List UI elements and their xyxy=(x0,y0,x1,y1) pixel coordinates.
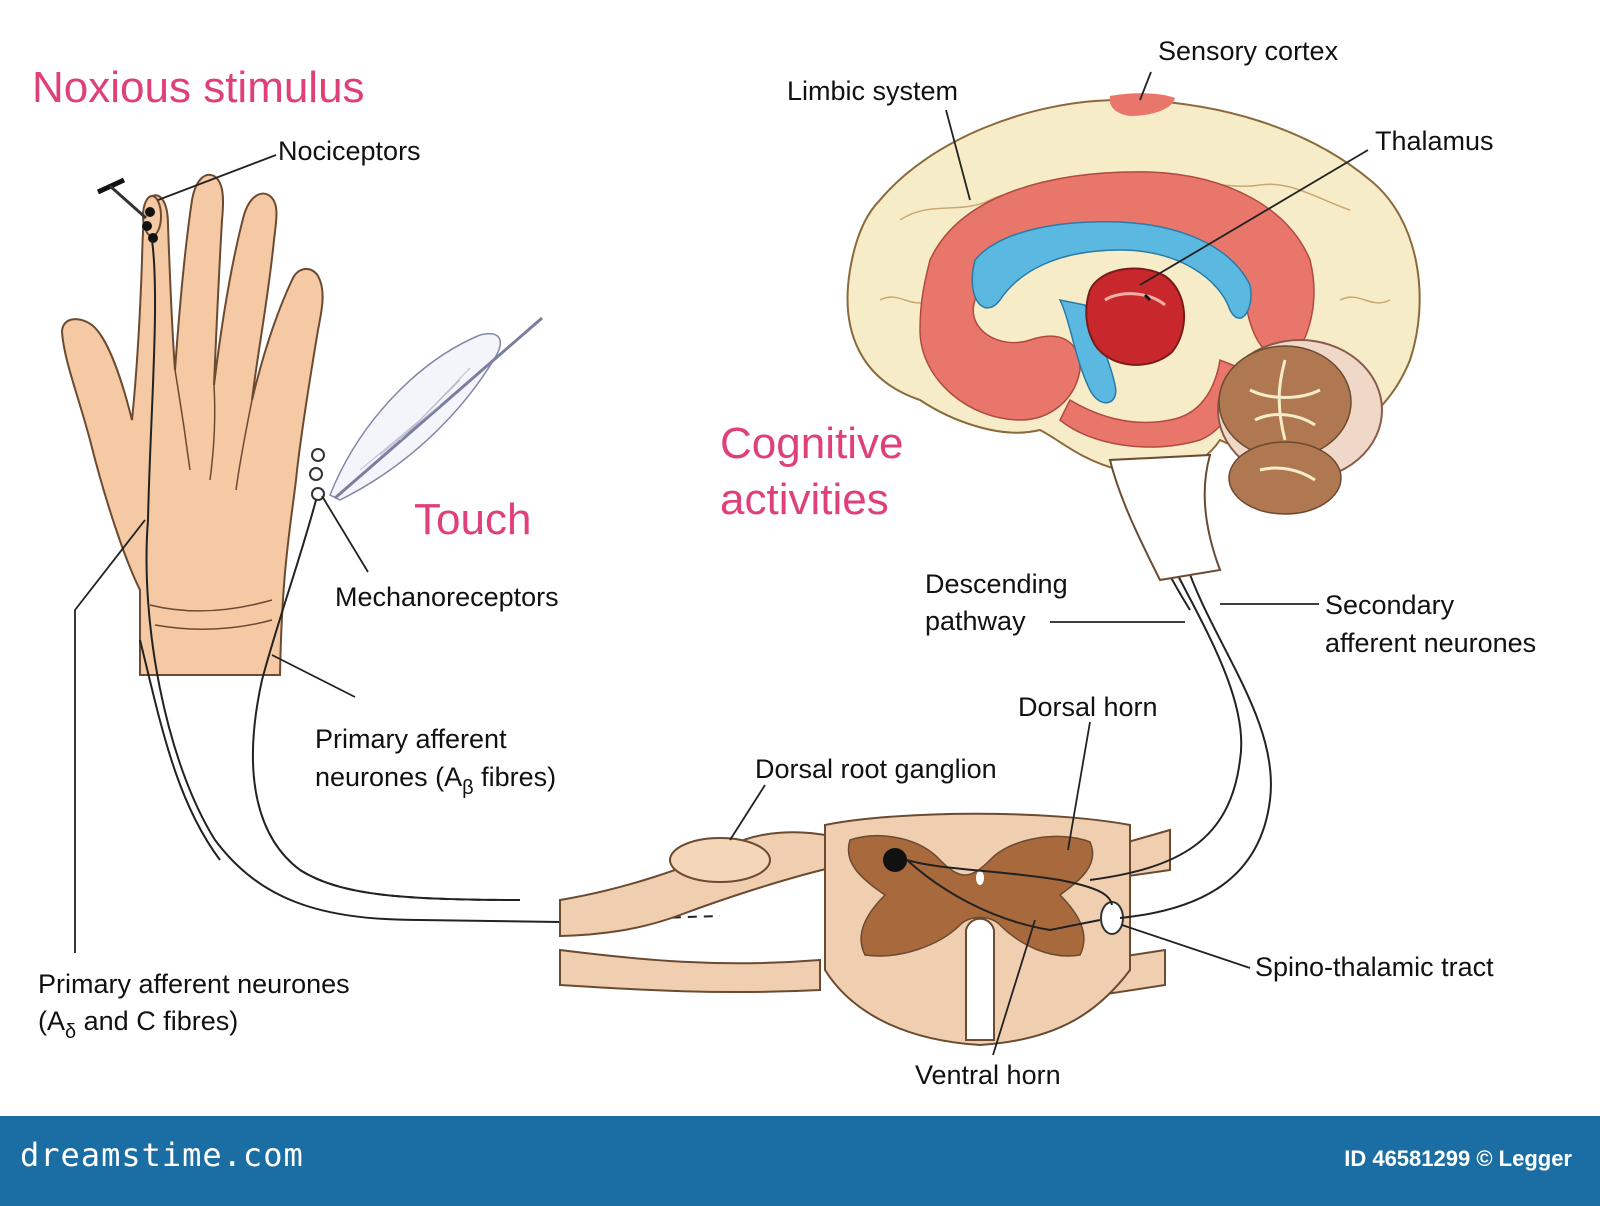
label-descending-line1: Descending xyxy=(925,569,1068,599)
label-limbic-system: Limbic system xyxy=(787,76,959,106)
label-primary-ad-prefix: (A xyxy=(38,1006,65,1036)
brainstem-shape xyxy=(1108,453,1222,582)
spino-thalamic-tract-shape xyxy=(1100,901,1124,935)
hand-shape xyxy=(60,173,324,676)
footer-brand[interactable]: dreamstime.com xyxy=(20,1136,304,1174)
label-primary-ab-line1: Primary afferent xyxy=(315,724,507,754)
nail-stimulus xyxy=(96,177,147,220)
label-primary-ad-subscript: δ xyxy=(65,1021,77,1043)
heading-touch: Touch xyxy=(414,495,532,544)
leader-lines xyxy=(74,71,1369,1056)
cerebellum-shape xyxy=(1217,339,1383,515)
label-dorsal-horn: Dorsal horn xyxy=(1018,692,1158,722)
heading-cognitive-line2: activities xyxy=(720,475,889,524)
label-ventral-horn: Ventral horn xyxy=(915,1060,1061,1090)
label-sensory-cortex: Sensory cortex xyxy=(1158,36,1339,66)
label-secondary-line2: afferent neurones xyxy=(1325,628,1537,658)
label-primary-ab-line2: neurones (Aβ fibres) xyxy=(315,760,557,799)
label-primary-ad-line1: Primary afferent neurones xyxy=(38,969,350,999)
label-descending-line2: pathway xyxy=(925,606,1026,636)
dorsal-root-ganglion-shape xyxy=(669,837,771,883)
hand-illustration xyxy=(60,173,324,676)
sensory-cortex-shape xyxy=(1109,93,1175,116)
label-thalamus: Thalamus xyxy=(1375,126,1494,156)
neuron-cell-body xyxy=(883,848,907,872)
heading-noxious-stimulus: Noxious stimulus xyxy=(32,63,365,112)
label-primary-ad-suffix: and C fibres) xyxy=(76,1006,239,1036)
diagram-artwork xyxy=(60,71,1421,1056)
label-primary-ab-prefix: neurones (A xyxy=(315,762,463,792)
label-spino-thalamic-tract: Spino-thalamic tract xyxy=(1255,952,1494,982)
feather-illustration xyxy=(329,316,543,501)
spinal-cord-illustration xyxy=(559,812,1171,1047)
mechanoreceptor-endings xyxy=(309,448,325,501)
footer-credit: ID 46581299 © Legger xyxy=(1344,1146,1572,1171)
brain-illustration xyxy=(846,93,1421,582)
label-nociceptors: Nociceptors xyxy=(278,136,421,166)
heading-cognitive-line1: Cognitive xyxy=(720,419,904,468)
footer-bar: dreamstime.com ID 46581299 © Legger xyxy=(0,1116,1600,1206)
label-primary-ab-subscript: β xyxy=(462,777,474,799)
label-primary-ab-suffix: fibres) xyxy=(473,762,557,792)
ventricles-shape xyxy=(971,221,1252,319)
thalamus-shape xyxy=(1085,267,1185,366)
label-primary-ad-line2: (Aδ and C fibres) xyxy=(38,1004,239,1043)
label-secondary-line1: Secondary xyxy=(1325,590,1455,620)
label-mechanoreceptors: Mechanoreceptors xyxy=(335,582,559,612)
label-dorsal-root-ganglion: Dorsal root ganglion xyxy=(755,754,997,784)
nociceptor-endings xyxy=(142,207,158,243)
